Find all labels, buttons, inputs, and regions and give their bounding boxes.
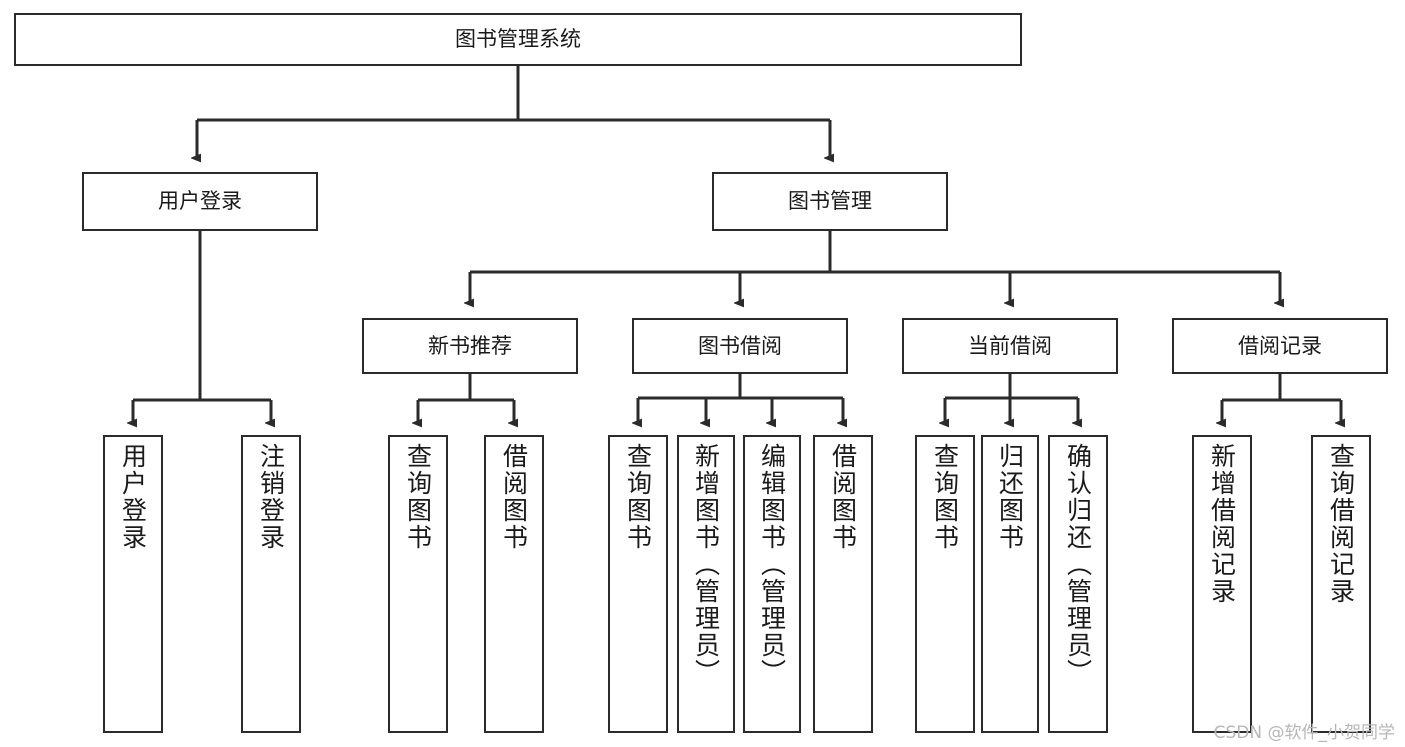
leaf-add-book-admin[interactable]: 新增图书（管理员） (677, 435, 735, 733)
leaf-edit-book-admin[interactable]: 编辑图书（管理员） (743, 435, 801, 733)
node-current-borrow[interactable]: 当前借阅 (902, 318, 1118, 374)
node-label: 图书管理系统 (455, 27, 581, 52)
node-label: 当前借阅 (968, 333, 1052, 358)
leaf-query-borrow-record[interactable]: 查询借阅记录 (1311, 435, 1371, 733)
leaf-query-book-current[interactable]: 查询图书 (915, 435, 975, 733)
node-label: 注销登录 (256, 443, 286, 551)
leaf-borrow-book-recommend[interactable]: 借阅图书 (484, 435, 544, 733)
node-label: 借阅图书 (499, 443, 529, 551)
node-label: 新增图书（管理员） (691, 443, 721, 686)
leaf-return-book[interactable]: 归还图书 (981, 435, 1039, 733)
node-user-login[interactable]: 用户登录 (82, 172, 318, 231)
leaf-user-login[interactable]: 用户登录 (103, 435, 163, 733)
node-borrow-records[interactable]: 借阅记录 (1172, 318, 1388, 374)
node-label: 编辑图书（管理员） (757, 443, 787, 686)
node-label: 新增借阅记录 (1207, 443, 1237, 605)
leaf-borrow-book[interactable]: 借阅图书 (813, 435, 873, 733)
node-label: 图书借阅 (698, 333, 782, 358)
node-label: 借阅图书 (828, 443, 858, 551)
node-label: 用户登录 (158, 189, 242, 214)
node-label: 查询图书 (403, 443, 433, 551)
node-new-book-recommend[interactable]: 新书推荐 (362, 318, 578, 374)
node-label: 查询借阅记录 (1326, 443, 1356, 605)
node-label: 归还图书 (995, 443, 1025, 551)
node-label: 确认归还（管理员） (1063, 443, 1093, 686)
node-label: 借阅记录 (1238, 333, 1322, 358)
node-label: 查询图书 (930, 443, 960, 551)
leaf-confirm-return-admin[interactable]: 确认归还（管理员） (1048, 435, 1108, 733)
leaf-add-borrow-record[interactable]: 新增借阅记录 (1192, 435, 1252, 733)
node-label: 用户登录 (118, 443, 148, 551)
node-root[interactable]: 图书管理系统 (14, 13, 1022, 66)
leaf-query-book-recommend[interactable]: 查询图书 (388, 435, 448, 733)
node-book-borrow[interactable]: 图书借阅 (632, 318, 848, 374)
node-book-management[interactable]: 图书管理 (712, 172, 948, 231)
leaf-query-book[interactable]: 查询图书 (608, 435, 668, 733)
node-label: 图书管理 (788, 189, 872, 214)
node-label: 查询图书 (623, 443, 653, 551)
node-label: 新书推荐 (428, 333, 512, 358)
leaf-logout[interactable]: 注销登录 (241, 435, 301, 733)
